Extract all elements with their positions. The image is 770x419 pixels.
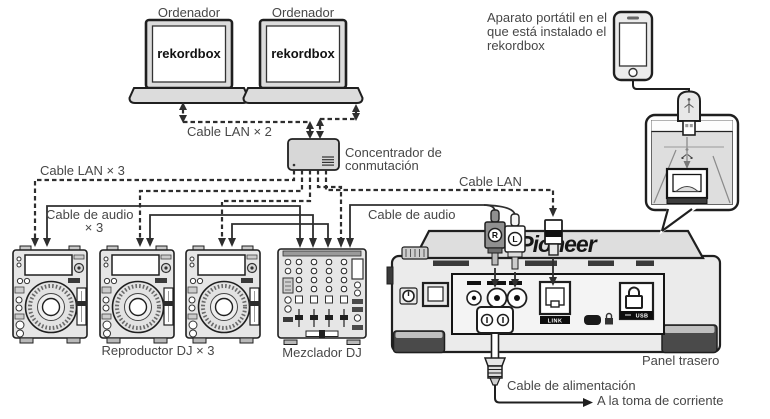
dj-player-2	[98, 244, 177, 345]
power-button	[399, 287, 418, 305]
phone-home-button	[628, 67, 638, 78]
lan-cables	[33, 109, 555, 240]
mini-usb-port	[584, 312, 613, 325]
rca-r-label: R	[492, 230, 498, 240]
cable-lan-x2-label: Cable LAN × 2	[187, 124, 272, 139]
lan-plug	[544, 219, 563, 256]
hub-vent-icon	[322, 156, 334, 166]
digital-out-jack	[466, 281, 482, 306]
dj-mixer-label: Mezclador DJ	[282, 345, 362, 360]
eject-button	[421, 281, 450, 308]
lock-icon	[605, 312, 613, 325]
link-port-label: LINK	[548, 319, 563, 325]
rekordbox-screen-1: rekordbox	[157, 46, 221, 61]
hub-label-line2: conmutación	[345, 158, 419, 173]
cable-lan-player2	[138, 170, 304, 240]
laptop-1	[128, 18, 250, 105]
cable-audio-rear-unit	[349, 204, 484, 240]
power-cord	[483, 334, 593, 407]
cable-arrowheads	[31, 102, 557, 248]
cable-lan-rear-unit	[324, 170, 555, 210]
cable-audio-x3-label-line1: Cable de audio	[46, 207, 134, 222]
portable-label-line3: rekordbox	[487, 38, 545, 53]
cable-audio-x3-label-line2: × 3	[84, 220, 104, 235]
portable-label-line1: Aparato portátil en el	[487, 10, 607, 25]
dj-players-label: Reproductor DJ × 3	[101, 343, 215, 358]
cable-audio-player1	[46, 205, 301, 240]
usb-port-closeup	[665, 167, 709, 204]
usb-port-label: USB	[636, 314, 649, 320]
computer-1-label: Ordenador	[157, 5, 221, 20]
hub-label-line1: Concentrador de	[345, 145, 442, 160]
dj-player-1	[11, 244, 90, 345]
cable-lan-mixer	[316, 170, 343, 240]
padlock-icon	[625, 286, 643, 309]
portable-label-line2: que está instalado el	[487, 24, 607, 39]
rca-plug-l: L	[504, 213, 526, 270]
usb-b-port: USB	[618, 281, 655, 321]
cable-lan-x3-label: Cable LAN × 3	[40, 163, 125, 178]
ac-inlet	[476, 306, 514, 334]
dj-mixer	[277, 248, 367, 345]
rekordbox-screen-2: rekordbox	[271, 46, 335, 61]
laptop-2	[242, 18, 364, 105]
rca-plug-r: R	[484, 209, 506, 266]
usb-plug	[677, 90, 701, 136]
usb-plug-trident-icon	[684, 98, 694, 113]
outlet-arrow	[583, 398, 593, 407]
dj-player-3	[184, 244, 263, 345]
computer-2-label: Ordenador	[271, 5, 335, 20]
cable-lan-player1	[33, 170, 296, 240]
link-port: LINK	[538, 280, 572, 325]
cable-audio-player3	[231, 223, 329, 240]
phone-speaker	[627, 16, 639, 20]
power-cable-label: Cable de alimentación	[507, 378, 636, 393]
phone-usb-cable	[632, 80, 690, 91]
switching-hub	[287, 138, 340, 171]
cable-lan-label: Cable LAN	[459, 174, 522, 189]
rear-panel-label: Panel trasero	[642, 353, 720, 368]
rear-panel-unit: Pioneer	[386, 229, 722, 354]
rca-l-label: L	[512, 234, 517, 244]
cable-lan-player3	[220, 170, 312, 240]
smartphone	[612, 10, 654, 82]
plug-arrowheads	[491, 277, 557, 288]
cable-audio-label: Cable de audio	[368, 207, 456, 222]
audio-out-jacks	[486, 281, 528, 309]
outlet-label: A la toma de corriente	[597, 393, 724, 408]
cable-audio-player2	[149, 214, 314, 240]
